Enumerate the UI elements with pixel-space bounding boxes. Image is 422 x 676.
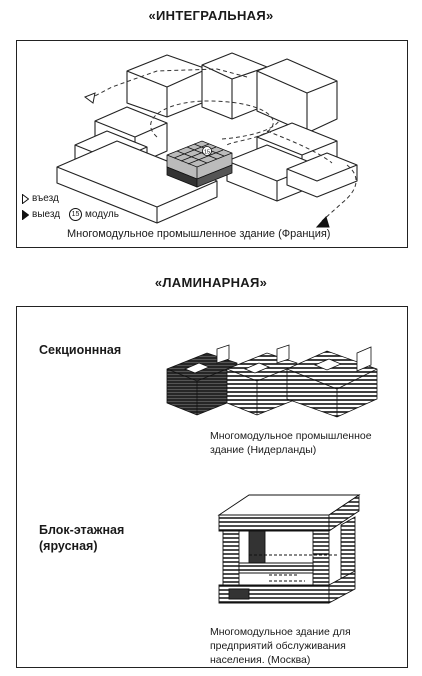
legend-entry-text: въезд bbox=[32, 193, 59, 204]
legend-exit-text: выезд bbox=[32, 209, 61, 220]
integral-title: «ИНТЕГРАЛЬНАЯ» bbox=[148, 8, 274, 23]
svg-text:15: 15 bbox=[204, 150, 210, 156]
entry-arrow-icon bbox=[83, 92, 96, 104]
exit-arrow-icon bbox=[315, 216, 330, 228]
sectional-caption-line2: здание (Нидерланды) bbox=[210, 444, 317, 456]
module-marker-icon: 15 bbox=[202, 146, 212, 156]
block-tier-label-line2: (ярусная) bbox=[39, 539, 98, 553]
legend-module-badge: 15 bbox=[69, 208, 83, 221]
block-tier-caption-line1: Многомодульное здание для bbox=[210, 626, 351, 638]
integral-caption: Многомодульное промышленное здание (Фран… bbox=[67, 228, 331, 240]
block-tier-label-line1: Блок-этажная bbox=[39, 523, 125, 537]
integral-building-drawing: 15 bbox=[56, 52, 358, 228]
legend-entry: въезд bbox=[22, 193, 59, 204]
exit-triangle-icon bbox=[22, 209, 29, 220]
laminar-title: «ЛАМИНАРНАЯ» bbox=[154, 275, 268, 290]
sectional-caption-line1: Многомодульное промышленное bbox=[210, 430, 372, 442]
integral-panel: 15 въезд выезд 15 модуль Многомодульное … bbox=[16, 40, 408, 248]
entry-triangle-icon bbox=[22, 193, 29, 204]
legend-exit: выезд 15 модуль bbox=[22, 208, 119, 221]
laminar-panel: Секционнная bbox=[16, 306, 408, 668]
block-tier-building-drawing bbox=[217, 494, 361, 604]
block-tier-caption-line3: населения. (Москва) bbox=[210, 654, 311, 666]
block-tier-caption: Многомодульное здание для предприятий об… bbox=[210, 625, 351, 667]
sectional-label: Секционнная bbox=[39, 343, 122, 357]
block-tier-label: Блок-этажная (ярусная) bbox=[39, 522, 124, 554]
sectional-building-drawing bbox=[166, 344, 378, 418]
block-tier-caption-line2: предприятий обслуживания bbox=[210, 640, 346, 652]
legend-module-text: модуль bbox=[85, 209, 119, 220]
sectional-caption: Многомодульное промышленное здание (Ниде… bbox=[210, 429, 372, 457]
